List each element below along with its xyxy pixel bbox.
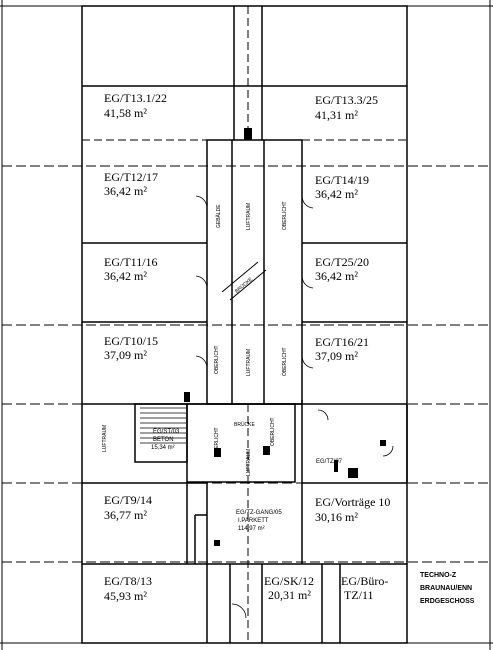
room-area: 36,42 m² — [315, 187, 358, 201]
room-code: EG/T9/14 — [104, 493, 152, 507]
room-code: EG/T14/19 — [315, 173, 369, 187]
title-line: TECHNO-Z — [420, 572, 457, 579]
vertical-label: OBERLICHT — [214, 345, 220, 374]
vertical-label: OBERLICHT — [270, 417, 276, 446]
corridor-code: EG/TZ-GANG/05 — [236, 510, 282, 516]
vertical-label: LUFTRAUM — [246, 202, 252, 230]
bridge-label: BRÜCKE — [234, 422, 255, 428]
room-area: 41,58 m² — [104, 106, 147, 120]
room-code: EG/T25/20 — [315, 255, 369, 269]
doors — [195, 195, 394, 619]
stair-area: 15,34 m² — [151, 445, 175, 451]
room-code: EG/T10/15 — [104, 334, 158, 348]
room-area: 45,93 m² — [104, 589, 147, 603]
vertical-label: LUFTRAUM — [246, 348, 252, 376]
room-area: 41,31 m² — [315, 108, 358, 122]
room-code: EG/T8/13 — [104, 574, 152, 588]
bridge — [221, 261, 267, 301]
room-code: EG/Büro- — [341, 574, 389, 588]
stair-floor: BETON — [153, 437, 174, 443]
room-code: EG/SK/12 — [264, 574, 315, 588]
room-area: 36,42 m² — [104, 184, 147, 198]
room-code: EG/T11/16 — [104, 255, 158, 269]
vertical-label: OBERLICHT — [282, 201, 288, 230]
vertical-label: GEBÄLDE — [216, 204, 222, 228]
room-code: EG/Vorträge 10 — [315, 495, 391, 509]
room-code: EG/T13.1/22 — [104, 91, 167, 105]
room-code: EG/T16/21 — [315, 335, 369, 349]
corridor-area: 114,97 m² — [238, 526, 265, 532]
room-area: 36,42 m² — [315, 269, 358, 283]
vertical-label: LUFTRAUM — [102, 424, 108, 452]
room-area: 36,77 m² — [104, 508, 147, 522]
vertical-label: LUFTRAUM — [246, 448, 252, 476]
vertical-label: OBERLICHT — [214, 427, 220, 456]
corridor-floor: I.PARKETT — [238, 518, 269, 524]
vertical-label: OBERLICHT — [282, 347, 288, 376]
title-line: BRAUNAU/ENN — [420, 585, 473, 592]
stair-treads — [140, 407, 186, 444]
fixtures — [184, 128, 386, 546]
room-area: 30,16 m² — [315, 510, 358, 524]
room-area: 37,09 m² — [104, 348, 147, 362]
walls — [81, 5, 408, 644]
stair-code: EG/ST/03 — [153, 429, 180, 435]
room-area: TZ/11 — [344, 588, 374, 602]
room-area: 37,09 m² — [315, 349, 358, 363]
room-area: 36,42 m² — [104, 269, 147, 283]
room-code: EG/T12/17 — [104, 170, 158, 184]
room-code: EG/T13.3/25 — [315, 93, 378, 107]
wc-code: EG/TZ/07 — [316, 459, 343, 465]
room-area: 20,31 m² — [268, 588, 311, 602]
title-line: ERDGESCHOSS — [420, 598, 475, 605]
axis-lines — [82, 6, 407, 643]
